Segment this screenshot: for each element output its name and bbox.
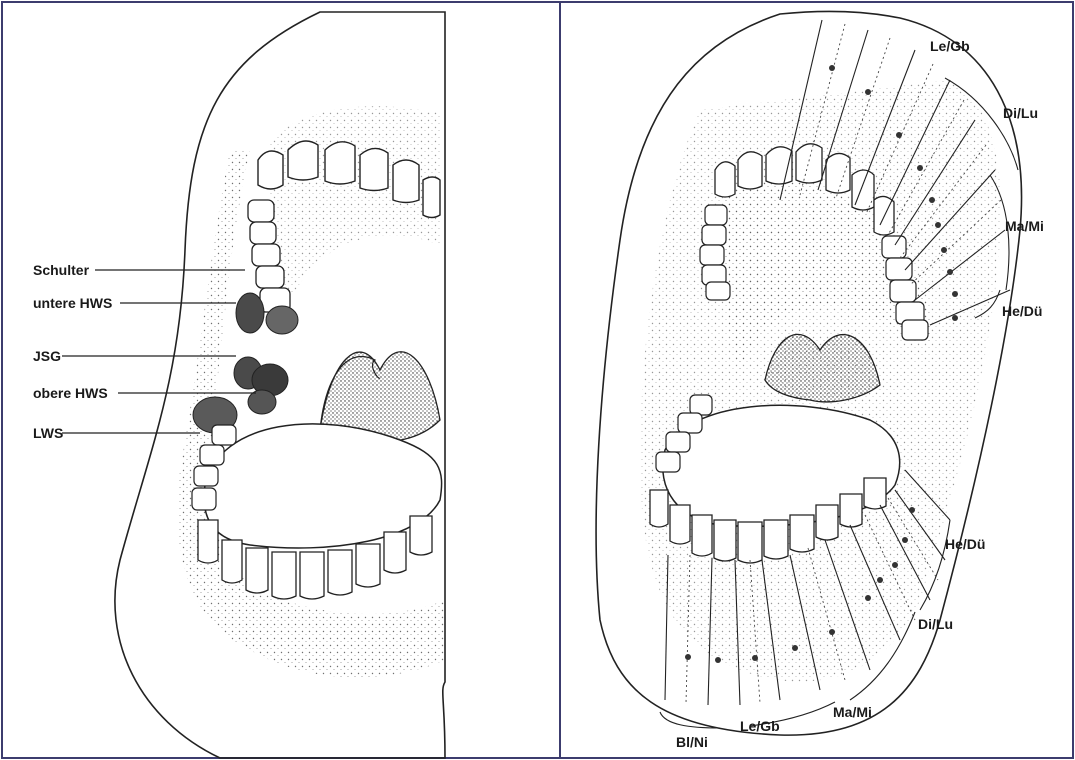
label-obere-hws: obere HWS [33,385,108,401]
label-upper-di-lu: Di/Lu [1003,105,1038,121]
label-lower-le-gb: Le/Gb [740,718,780,734]
left-tongue [204,424,442,548]
label-lower-ma-mi: Ma/Mi [833,704,872,720]
label-upper-ma-mi: Ma/Mi [1005,218,1044,234]
label-upper-le-gb: Le/Gb [930,38,970,54]
label-untere-hws: untere HWS [33,295,112,311]
label-lower-di-lu: Di/Lu [918,616,953,632]
label-schulter: Schulter [33,262,89,278]
label-lower-bl-ni: Bl/Ni [676,734,708,750]
label-jsg: JSG [33,348,61,364]
label-upper-he-du: He/Dü [1002,303,1042,319]
label-lws: LWS [33,425,63,441]
label-lower-he-du: He/Dü [945,536,985,552]
